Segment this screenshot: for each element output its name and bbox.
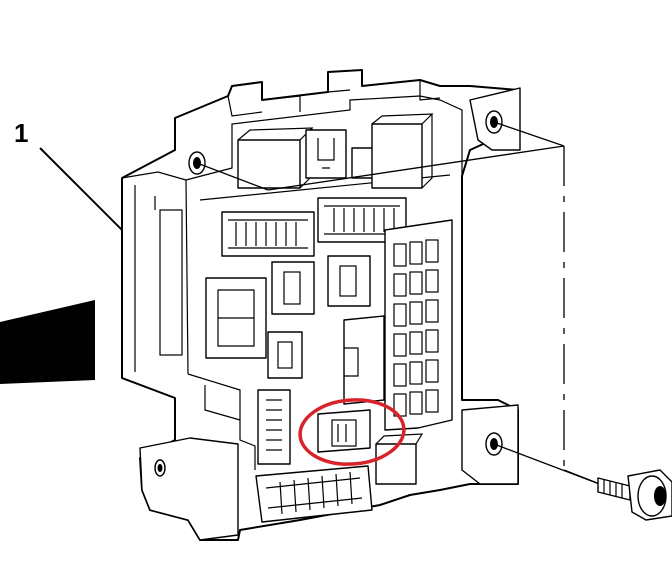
mid-connectors (205, 255, 385, 405)
mounting-bolt (597, 469, 672, 521)
relay-socket (343, 315, 385, 405)
terminal-strip (257, 389, 291, 465)
callout-number: 1 (14, 118, 28, 148)
connector-a (221, 211, 315, 257)
bottom-bracket (139, 437, 239, 541)
highlighted-connector (317, 409, 371, 453)
fuse-array (384, 219, 453, 431)
highlight-circle (298, 398, 406, 466)
relay-1 (237, 139, 301, 189)
relay-block-top (237, 113, 434, 189)
connector-f (267, 331, 303, 379)
main-connectors (221, 197, 407, 257)
mounting-ear-bottom (461, 404, 519, 485)
connector-c (271, 261, 315, 315)
bolt-leader-lines (196, 121, 611, 489)
connector-bottom (255, 465, 373, 523)
relay-4 (371, 123, 423, 189)
direction-arrow (0, 300, 95, 384)
relay-2 (305, 129, 347, 179)
relay-small (375, 443, 417, 485)
connector-d (327, 255, 371, 307)
